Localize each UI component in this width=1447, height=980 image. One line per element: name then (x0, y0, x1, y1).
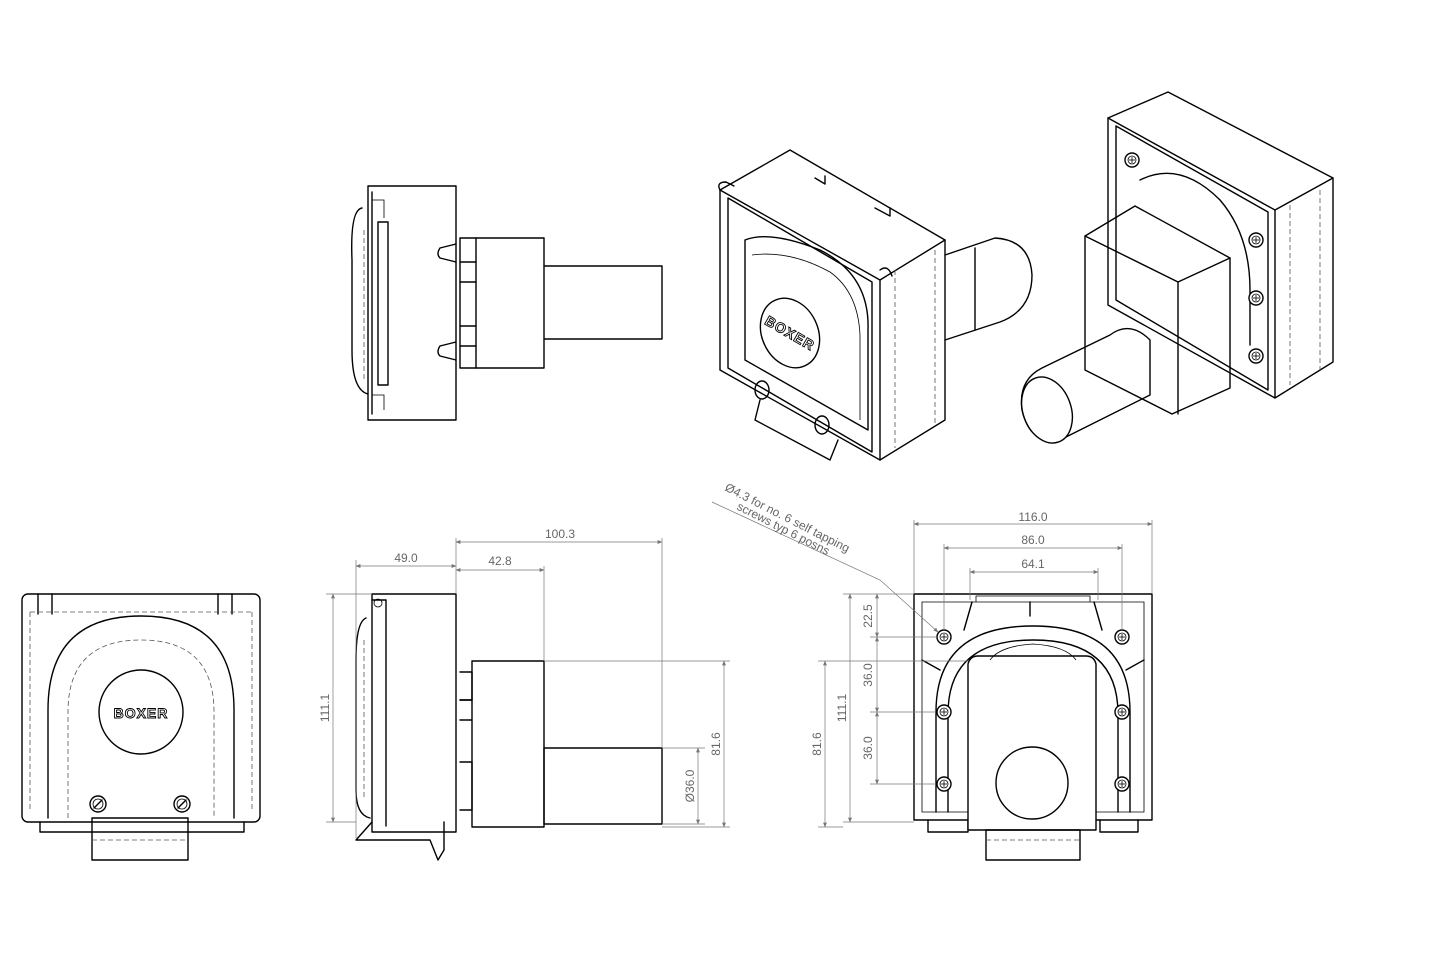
isometric-front-view: BOXER (718, 149, 1033, 461)
front-view: BOXER (21, 593, 261, 861)
dim-motor-body: 42.8 (488, 554, 512, 568)
dim-rear-height: 111.1 (835, 694, 849, 723)
dim-shaft-diameter: Ø36.0 (683, 769, 697, 802)
brand-logo-front: BOXER (114, 705, 169, 721)
screw-note: Ø4.3 for no. 6 self tapping screws typ 6… (711, 480, 939, 633)
screw-note-line1: Ø4.3 for no. 6 self tapping (723, 480, 852, 555)
side-view-top (351, 185, 663, 421)
rear-view-dimensions: 116.0 86.0 64.1 22.5 36.0 36.0 111.1 81.… (810, 510, 1153, 828)
dim-rear-pitch-upper: 36.0 (861, 663, 875, 687)
dim-overall-length: 100.3 (545, 527, 575, 541)
dim-rear-overall-width: 116.0 (1018, 510, 1047, 524)
dim-rear-top-offset: 22.5 (861, 604, 875, 628)
dim-rear-pitch-lower: 36.0 (861, 736, 875, 760)
rear-view (913, 593, 1153, 861)
dim-rear-motor-height: 81.6 (810, 732, 824, 756)
dim-rear-hole-spacing: 86.0 (1021, 533, 1045, 547)
side-view-dimensioned (355, 593, 663, 861)
dim-housing-depth: 49.0 (394, 551, 418, 565)
dim-rear-inner-spacing: 64.1 (1021, 557, 1045, 571)
side-view-dimensions: 100.3 49.0 42.8 111.1 81.6 Ø36.0 (318, 527, 730, 838)
dim-height: 111.1 (318, 694, 332, 723)
dim-motor-height: 81.6 (709, 732, 723, 756)
isometric-rear-view (1020, 91, 1334, 444)
